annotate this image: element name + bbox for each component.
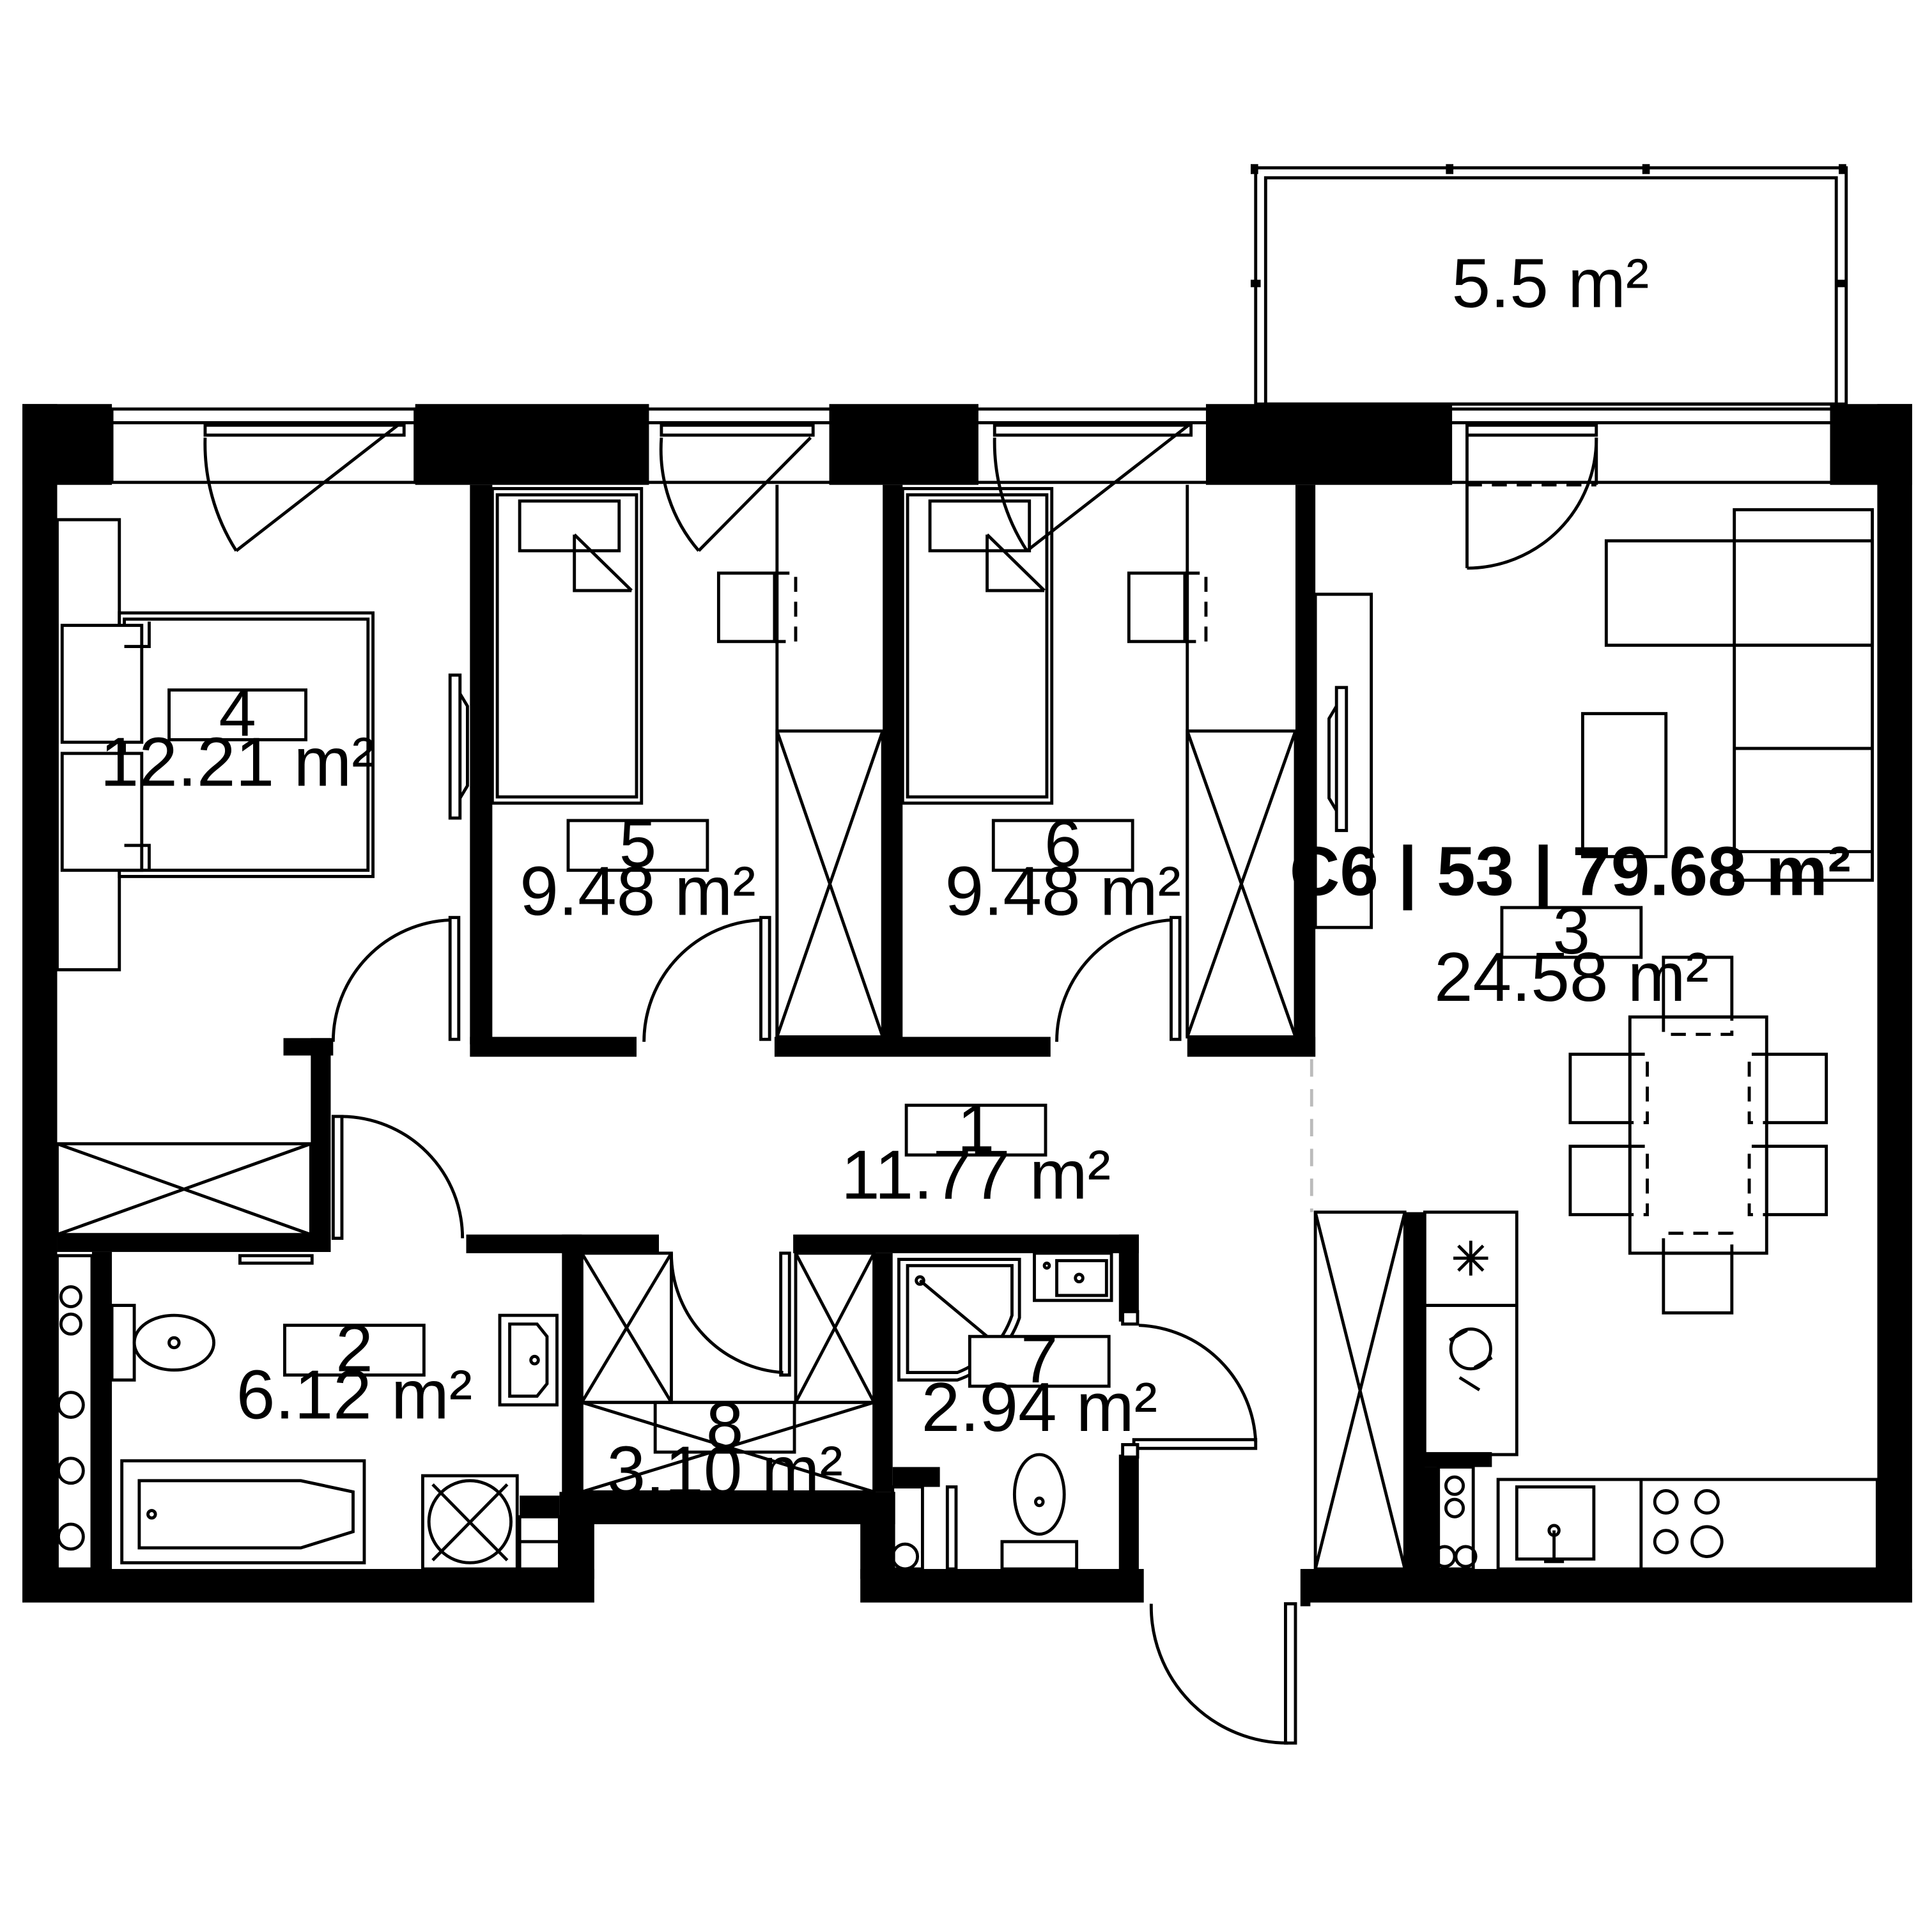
bedroom-5-furniture xyxy=(490,484,885,1039)
walls xyxy=(22,404,1912,1607)
bathroom-2-furniture xyxy=(56,1254,561,1571)
room-6-area: 9.48 m² xyxy=(945,853,1181,931)
room-4-number: 4 xyxy=(219,676,256,751)
balcony: 5.5 m² xyxy=(1250,164,1848,406)
room-3-area: 24.58 m² xyxy=(1434,938,1709,1016)
room-8-number: 8 xyxy=(706,1388,743,1463)
room-7-number: 7 xyxy=(1021,1322,1058,1397)
room-3-number: 3 xyxy=(1553,893,1590,968)
doors xyxy=(203,424,1598,1745)
apartment-title: C6 | 53 | 79.68 m² xyxy=(1290,833,1851,911)
room-1-area: 11.77 m² xyxy=(841,1136,1111,1214)
room-6-number: 6 xyxy=(1044,807,1081,881)
room-2-number: 2 xyxy=(336,1311,373,1386)
balcony-area: 5.5 m² xyxy=(1451,244,1649,322)
room-7-area: 2.94 m² xyxy=(922,1368,1157,1446)
storage-8-furniture xyxy=(580,1251,876,1494)
room-5-number: 5 xyxy=(619,807,656,881)
room-1-number: 1 xyxy=(957,1091,994,1166)
bedroom-6-furniture xyxy=(900,484,1297,1039)
room-2-area: 6.12 m² xyxy=(236,1356,472,1434)
room-5-area: 9.48 m² xyxy=(520,853,755,931)
room-8-area: 3.10 m² xyxy=(607,1432,842,1510)
room-labels: 4 12.21 m² 5 9.48 m² 6 9.48 m² C6 | 53 |… xyxy=(100,676,1851,1510)
bedroom-4-furniture xyxy=(56,518,469,1265)
kitchen-furniture xyxy=(1313,1210,1879,1571)
wc-7-furniture xyxy=(891,1251,1140,1571)
living-room-furniture xyxy=(1313,508,1874,1315)
room-4-area: 12.21 m² xyxy=(100,723,375,801)
